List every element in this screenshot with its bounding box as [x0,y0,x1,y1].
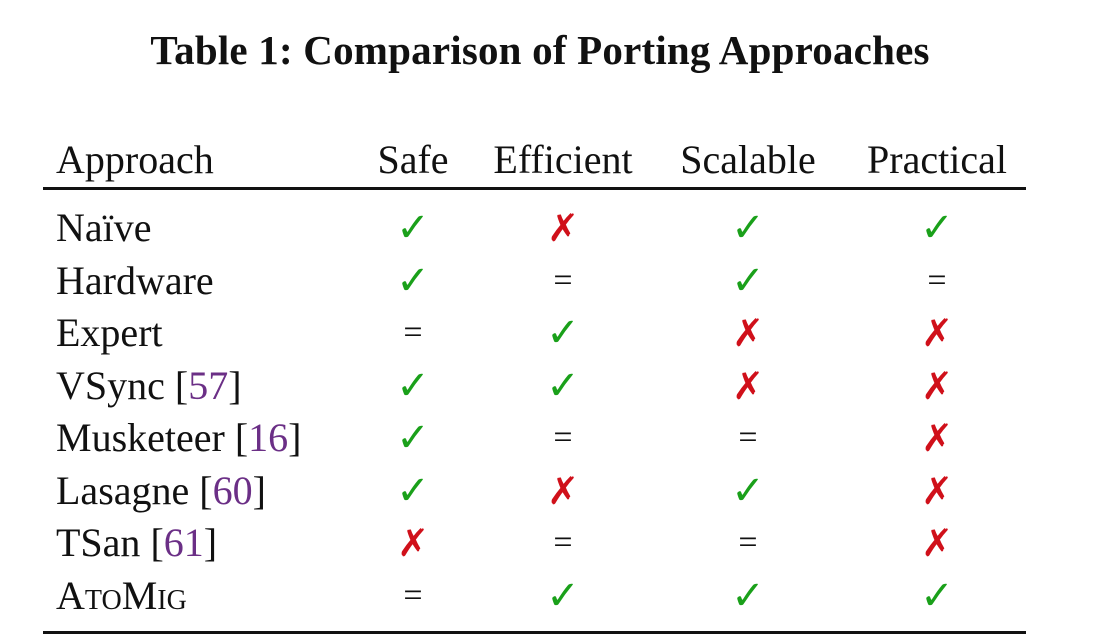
safe-check-icon: ✓ [396,362,430,409]
practical-cross-icon: ✗ [921,521,953,565]
table-row: Musketeer [16] ✓ = = ✗ [0,412,1098,464]
approach-label: Musketeer [56,415,225,460]
approach-name: Lasagne [60] [56,467,266,513]
efficient-check-icon: ✓ [546,572,580,619]
citation-link[interactable]: 57 [188,362,229,408]
efficient-cross-icon: ✗ [547,206,579,250]
efficient-check-icon: ✓ [546,362,580,409]
table-row: Hardware ✓ = ✓ = [0,255,1098,307]
table-row: AtoMig = ✓ ✓ ✓ [0,570,1098,622]
table-bottom-rule [43,631,1026,634]
safe-check-icon: ✓ [396,467,430,514]
approach-name: TSan [61] [56,520,218,565]
practical-check-icon: ✓ [920,205,954,251]
scalable-equal-icon: = [738,419,758,456]
table-row: TSan [61] ✗ = = ✗ [0,517,1098,569]
approach-name: Expert [56,307,163,359]
practical-cross-icon: ✗ [921,468,953,513]
scalable-equal-icon: = [738,524,758,561]
scalable-check-icon: ✓ [731,572,765,619]
practical-equal-icon: = [927,261,947,299]
column-header-scalable: Scalable [680,137,816,182]
safe-check-icon: ✓ [396,257,430,304]
efficient-cross-icon: ✗ [547,468,579,513]
safe-equal-icon: = [403,576,423,614]
approach-name: VSync [57] [56,362,242,408]
efficient-check-icon: ✓ [546,310,580,356]
practical-cross-icon: ✗ [921,311,953,355]
table-caption: Table 1: Comparison of Porting Approache… [150,27,930,73]
column-header-efficient: Efficient [493,137,633,182]
approach-name: AtoMig [56,570,187,622]
scalable-check-icon: ✓ [731,205,765,251]
practical-check-icon: ✓ [920,572,954,619]
table-row: Expert = ✓ ✗ ✗ [0,307,1098,359]
approach-label: AtoMig [56,572,187,618]
approach-name: Hardware [56,255,214,307]
efficient-equal-icon: = [553,524,573,561]
scalable-cross-icon: ✗ [732,363,764,408]
table-row: VSync [57] ✓ ✓ ✗ ✗ [0,360,1098,412]
table-row: Lasagne [60] ✓ ✗ ✓ ✗ [0,465,1098,517]
safe-equal-icon: = [403,314,423,351]
column-header-practical: Practical [867,137,1007,182]
column-header-safe: Safe [377,137,449,182]
approach-name: Naïve [56,202,152,254]
practical-cross-icon: ✗ [921,363,953,408]
table-row: Naïve ✓ ✗ ✓ ✓ [0,202,1098,254]
approach-label: TSan [56,520,141,565]
citation-link[interactable]: 61 [163,520,204,565]
scalable-check-icon: ✓ [731,467,765,514]
approach-label: VSync [56,362,165,408]
safe-check-icon: ✓ [396,415,430,461]
approach-label: Naïve [56,205,152,250]
citation-link[interactable]: 16 [248,415,289,460]
scalable-cross-icon: ✗ [732,311,764,355]
safe-check-icon: ✓ [396,205,430,251]
approach-label: Hardware [56,257,214,303]
citation-link[interactable]: 60 [212,467,253,513]
approach-label: Lasagne [56,467,190,513]
approach-label: Expert [56,310,163,355]
scalable-check-icon: ✓ [731,257,765,304]
practical-cross-icon: ✗ [921,416,953,460]
approach-name: Musketeer [16] [56,415,302,460]
column-header-approach: Approach [56,137,214,182]
efficient-equal-icon: = [553,261,573,299]
table-top-rule [43,187,1026,190]
safe-cross-icon: ✗ [397,521,429,565]
efficient-equal-icon: = [553,419,573,456]
